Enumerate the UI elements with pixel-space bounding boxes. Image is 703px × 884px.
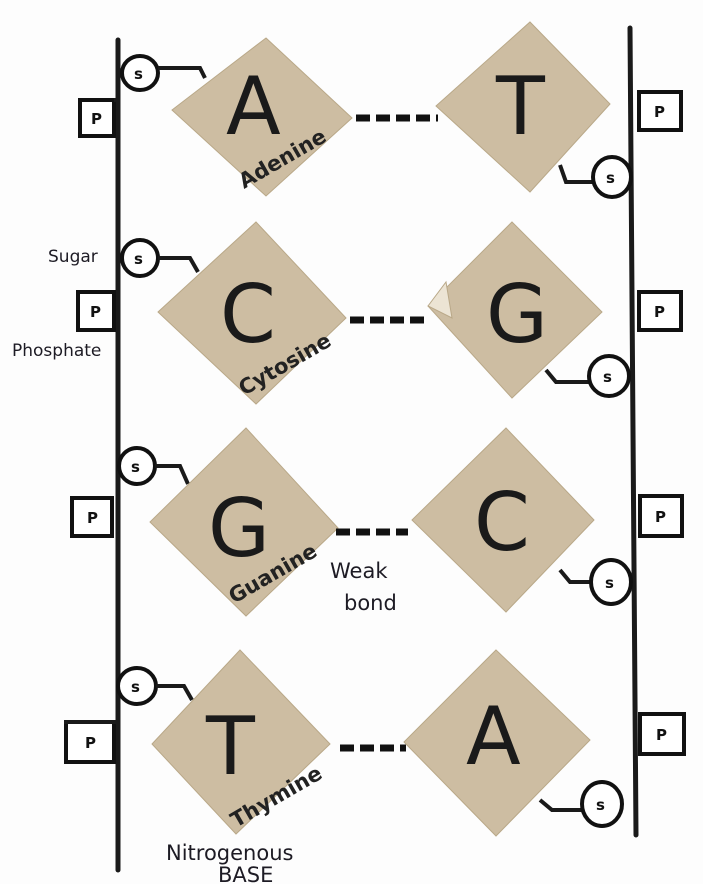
row-4: P s T Thymine A s P (64, 650, 684, 836)
base-letter-right-1: T (495, 60, 546, 153)
row-2: P s C Cytosine G s P (78, 222, 681, 404)
phosphate-left-1-label: P (91, 110, 102, 128)
phosphate-left-4-label: P (85, 734, 96, 752)
phosphate-left-2-label: P (90, 303, 101, 321)
phosphate-right-4-label: P (656, 726, 667, 744)
sugar-right-4-label: s (596, 796, 605, 814)
weak-bond-annotation-line1: Weak (330, 559, 388, 583)
base-letter-left-2: C (220, 268, 276, 361)
sugar-annotation: Sugar (48, 247, 98, 267)
base-letter-left-3: G (208, 482, 270, 575)
sugar-right-2-label: s (603, 368, 612, 386)
base-letter-right-4: A (466, 690, 521, 783)
base-letter-left-1: A (226, 60, 281, 153)
sugar-left-4-label: s (131, 678, 140, 696)
sugar-left-3-label: s (131, 458, 140, 476)
phosphate-annotation: Phosphate (12, 341, 101, 361)
base-letter-right-3: C (474, 476, 530, 569)
weak-bond-annotation-line2: bond (344, 591, 397, 615)
phosphate-right-3-label: P (655, 508, 666, 526)
base-letter-left-4: T (205, 700, 256, 793)
right-backbone (630, 28, 636, 835)
sugar-left-2-label: s (134, 250, 143, 268)
base-letter-right-2: G (486, 268, 548, 361)
nitrogenous-annotation-line1: Nitrogenous (166, 841, 293, 865)
phosphate-right-1-label: P (654, 103, 665, 121)
sugar-right-1-label: s (606, 169, 615, 187)
sugar-left-1-label: s (134, 65, 143, 83)
phosphate-right-2-label: P (654, 303, 665, 321)
nitrogenous-annotation-line2: BASE (218, 863, 273, 884)
phosphate-left-3-label: P (87, 509, 98, 527)
row-3: P s G Guanine C s P (72, 428, 682, 616)
sugar-right-3-label: s (605, 574, 614, 592)
row-1: P s A Adenine T s P (80, 22, 681, 197)
